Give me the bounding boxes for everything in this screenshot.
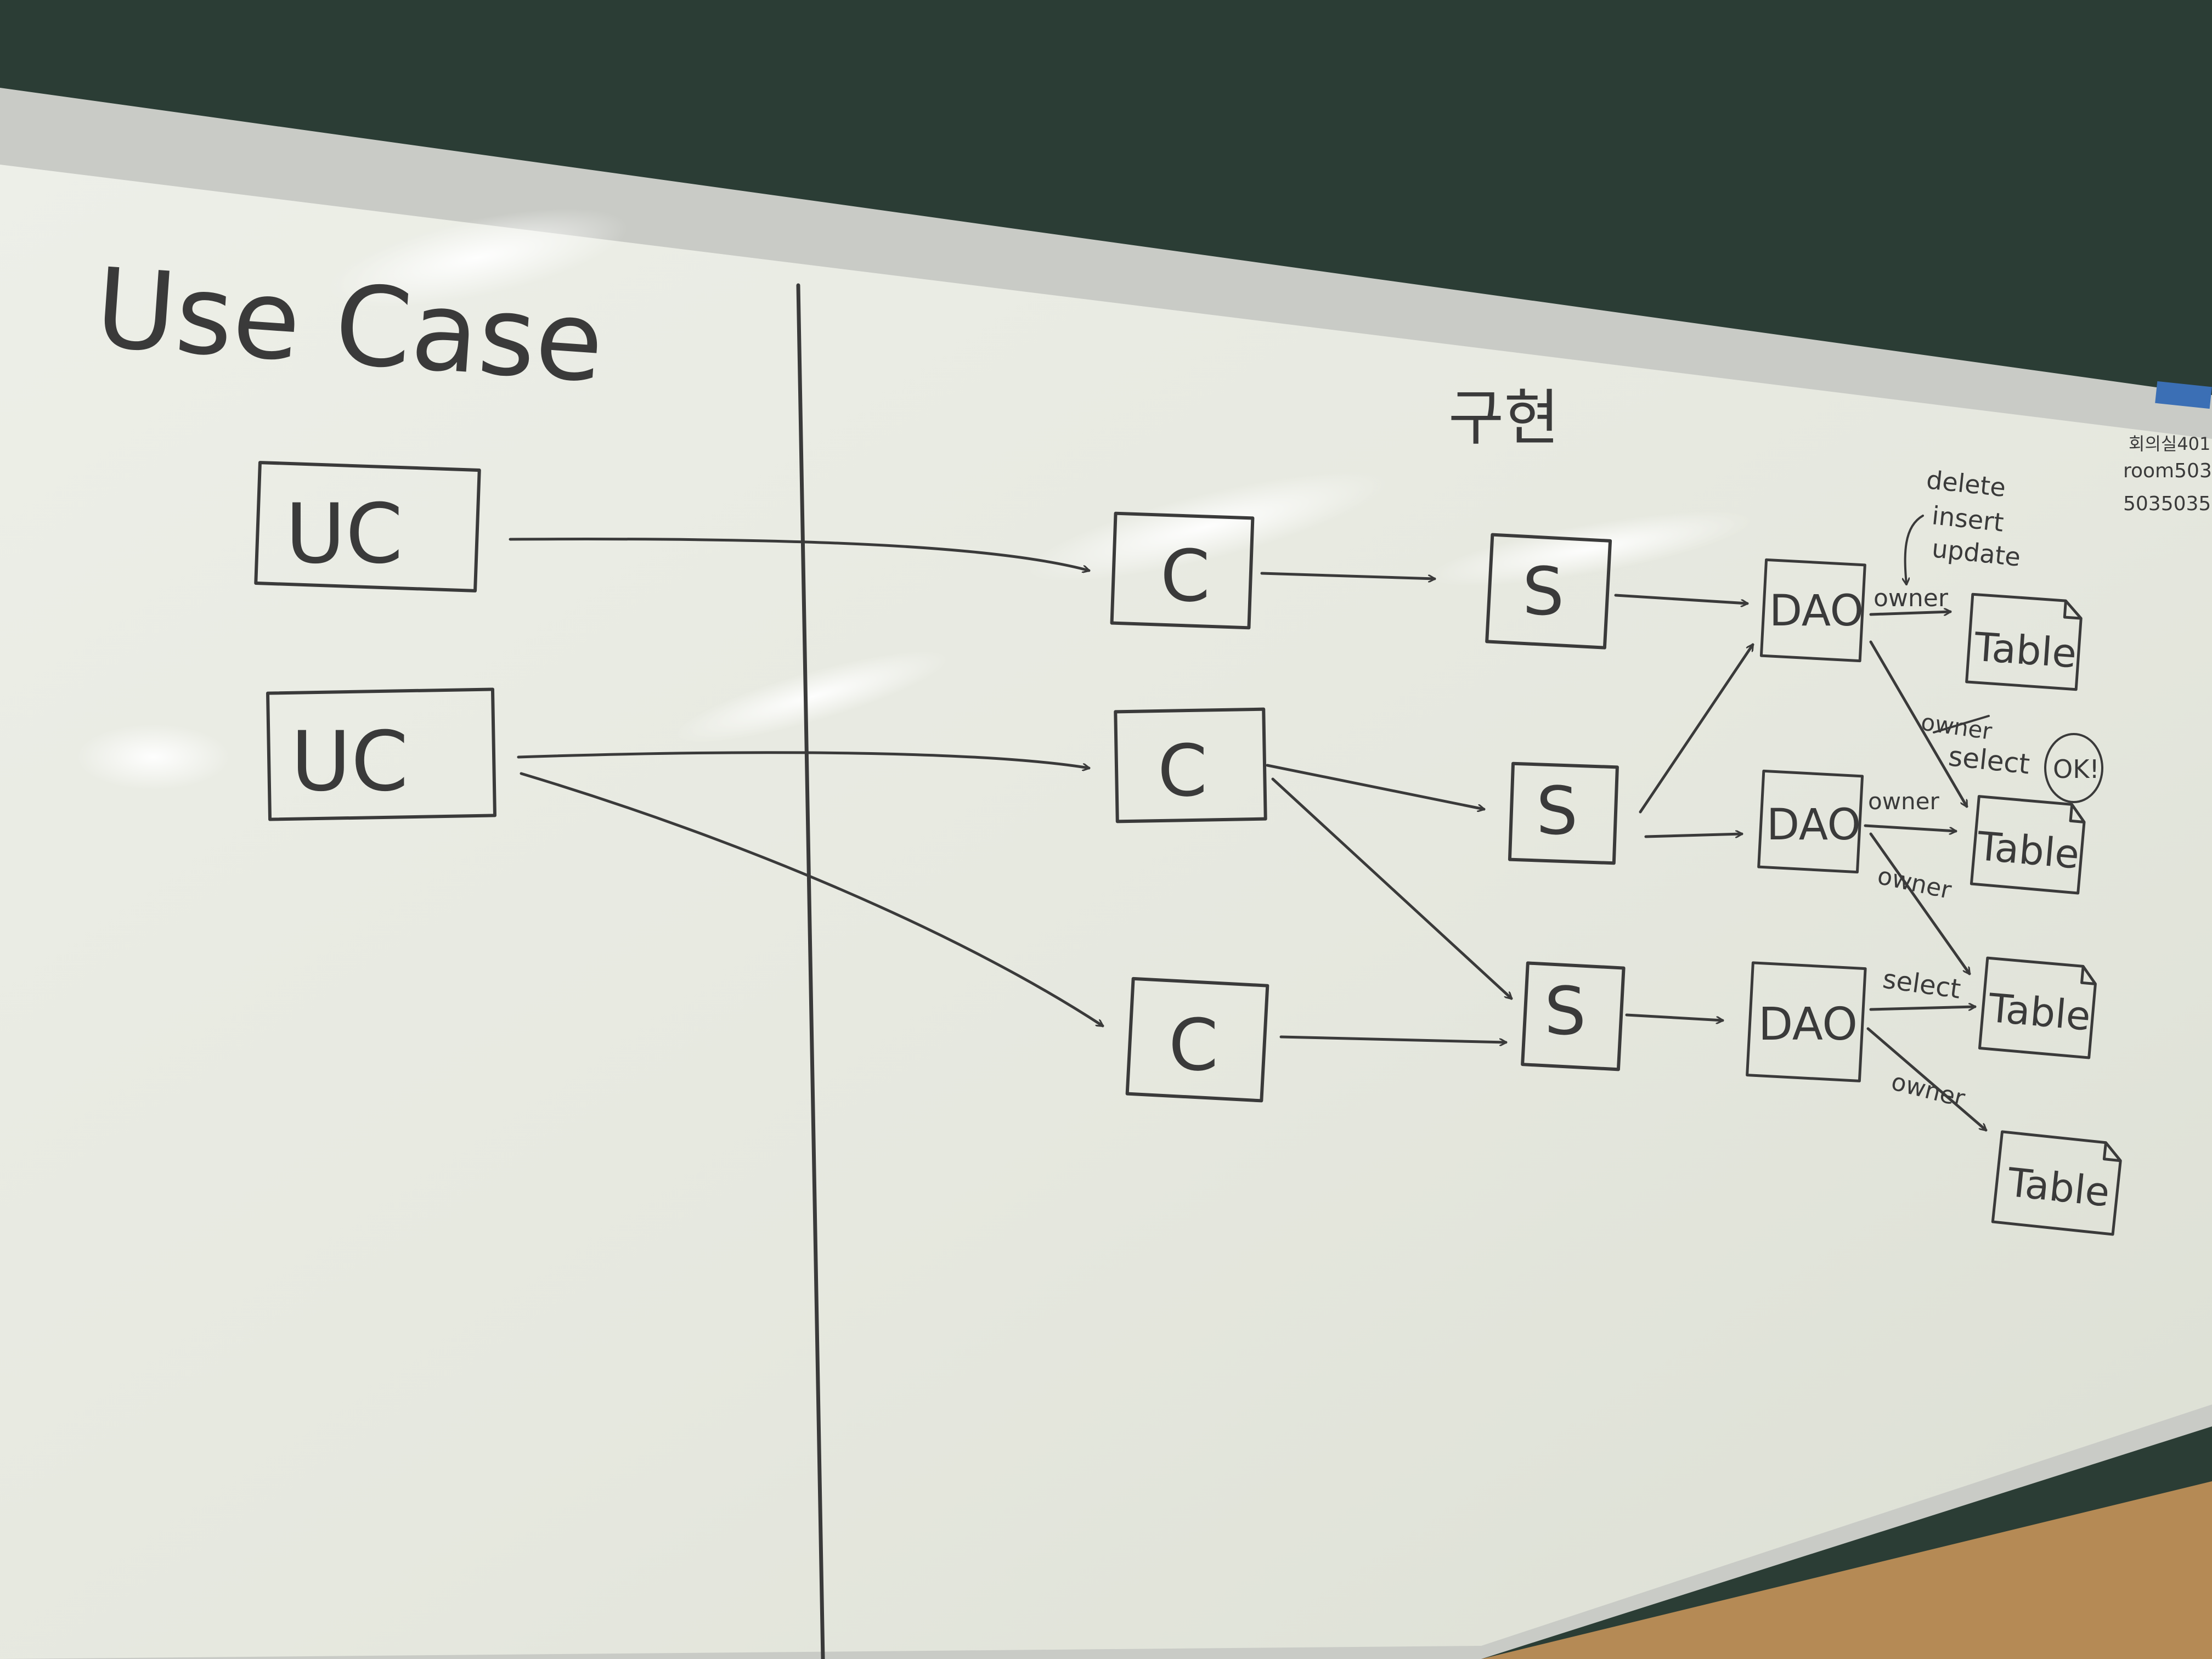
svg-text:UC: UC bbox=[285, 487, 403, 582]
svg-text:DAO: DAO bbox=[1767, 800, 1861, 850]
right-title: 구현 bbox=[1448, 383, 1559, 453]
svg-text:owner: owner bbox=[1868, 788, 1940, 815]
table-box: Table bbox=[1978, 956, 2097, 1059]
svg-text:C: C bbox=[1158, 729, 1207, 812]
arrow bbox=[1869, 832, 1971, 974]
arrow bbox=[1905, 515, 1924, 584]
wood-wall bbox=[1481, 1481, 2212, 1659]
controller-box: C bbox=[1125, 977, 1269, 1103]
use-case-box: UC bbox=[254, 461, 481, 592]
arrow bbox=[509, 538, 1089, 571]
svg-text:C: C bbox=[1169, 1003, 1218, 1087]
arrow bbox=[1625, 1013, 1724, 1020]
arrow bbox=[1644, 834, 1743, 838]
arrow bbox=[517, 751, 1089, 768]
svg-text:Table: Table bbox=[1975, 823, 2081, 878]
arrow bbox=[520, 772, 1103, 1028]
arrow bbox=[1639, 645, 1754, 814]
service-box: S bbox=[1521, 961, 1626, 1071]
svg-text:owner: owner bbox=[1874, 584, 1949, 612]
table-box: Table bbox=[1991, 1130, 2122, 1236]
board-label bbox=[2155, 381, 2212, 409]
svg-text:DAO: DAO bbox=[1769, 586, 1864, 636]
arrow bbox=[1866, 1027, 1986, 1130]
use-case-box: UC bbox=[266, 687, 496, 821]
svg-text:UC: UC bbox=[291, 714, 409, 810]
arrow bbox=[1260, 572, 1436, 579]
glare bbox=[326, 208, 628, 307]
dao-box: DAO bbox=[1759, 558, 1866, 663]
table-box: Table bbox=[1965, 592, 2083, 691]
controller-box: C bbox=[1114, 707, 1267, 823]
svg-text:OK!: OK! bbox=[2053, 754, 2100, 784]
arrow bbox=[1266, 764, 1484, 809]
svg-text:S: S bbox=[1522, 554, 1564, 630]
dao-box: DAO bbox=[1757, 769, 1864, 874]
service-box: S bbox=[1508, 761, 1619, 865]
svg-text:DAO: DAO bbox=[1758, 998, 1858, 1051]
svg-text:C: C bbox=[1160, 534, 1210, 618]
arrow bbox=[1614, 594, 1749, 603]
dao-box: DAO bbox=[1746, 961, 1867, 1082]
service-box: S bbox=[1485, 533, 1612, 650]
svg-text:S: S bbox=[1544, 974, 1586, 1050]
arrow bbox=[1279, 1035, 1508, 1042]
svg-text:S: S bbox=[1536, 774, 1578, 850]
arrow bbox=[1869, 612, 1952, 616]
svg-text:room503: room503 bbox=[2123, 460, 2212, 482]
arrows bbox=[509, 515, 1986, 1130]
svg-text:Table: Table bbox=[2005, 1159, 2112, 1216]
svg-text:Table: Table bbox=[1972, 624, 2078, 677]
svg-text:회의실401: 회의실401 bbox=[2129, 433, 2210, 454]
arrow bbox=[1271, 777, 1511, 998]
table-box: Table bbox=[1970, 795, 2086, 895]
glare bbox=[1025, 471, 1389, 582]
glare bbox=[77, 724, 230, 790]
glare bbox=[1429, 511, 1753, 586]
arrow bbox=[1869, 1007, 1977, 1011]
arrow bbox=[1864, 824, 1957, 831]
svg-text:Table: Table bbox=[1986, 985, 2092, 1040]
arrow bbox=[1869, 640, 1968, 806]
glare bbox=[674, 651, 950, 743]
controller-box: C bbox=[1110, 511, 1255, 630]
